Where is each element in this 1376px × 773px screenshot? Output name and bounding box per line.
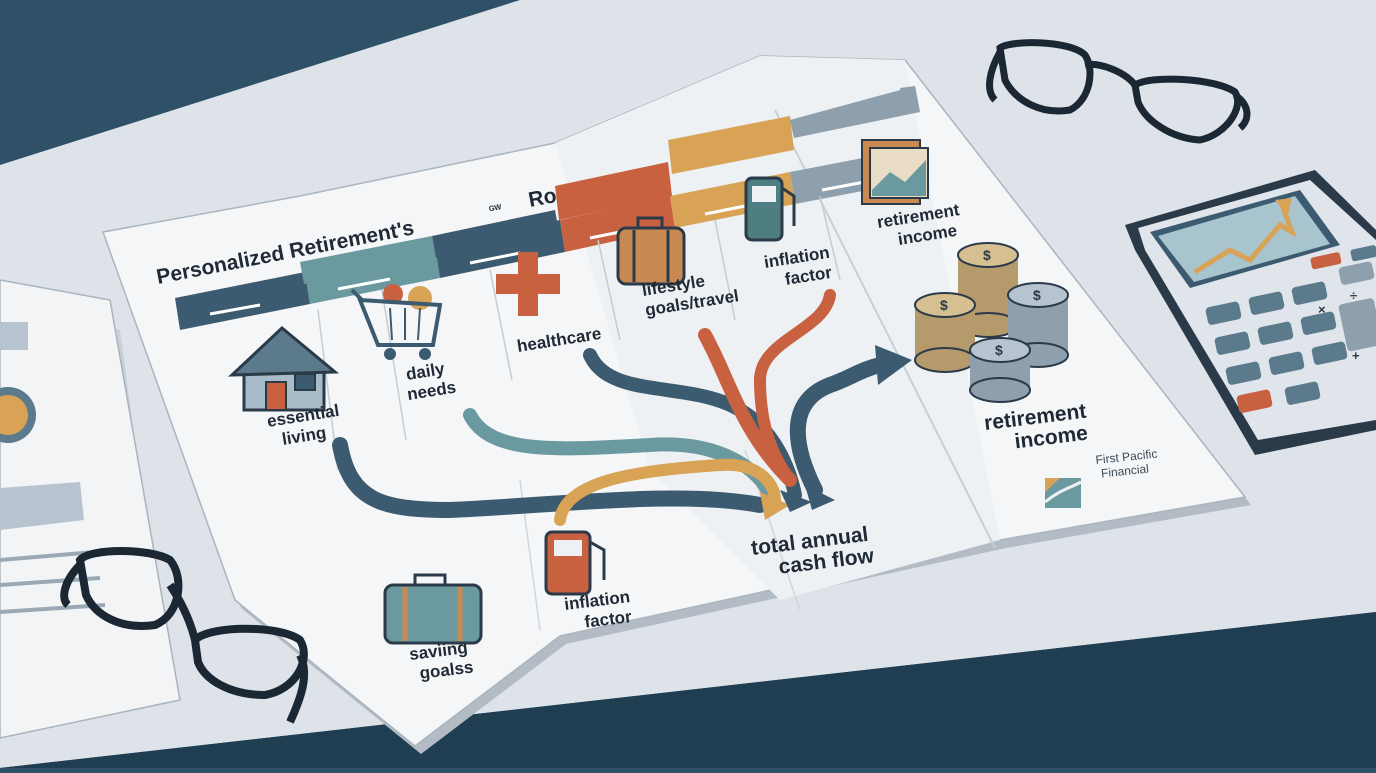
coin-symbol-2: $ <box>940 297 948 313</box>
flow-arrows <box>332 289 888 526</box>
svg-text:retirementincome: retirementincome <box>876 200 965 252</box>
header-bar-essential <box>175 272 310 330</box>
coin-symbol-4: $ <box>995 342 1003 358</box>
arrow-heads <box>760 345 912 520</box>
gas-pump-bottom-icon <box>544 530 606 596</box>
upper-header-tabs <box>300 86 920 284</box>
flow-inflation-top <box>753 289 836 486</box>
shopping-cart-icon <box>350 284 443 360</box>
flow-essential <box>332 437 768 519</box>
svg-text:First PacificFinancial: First PacificFinancial <box>1095 447 1160 481</box>
title-glyph: ᴳᵂ <box>488 203 504 217</box>
house-icon <box>228 325 340 412</box>
coin-symbol-3: $ <box>1033 287 1041 303</box>
divide-key-label: ÷ <box>1350 288 1357 303</box>
flow-to-income <box>789 357 888 498</box>
brand-name-line2: Financial <box>1100 462 1149 481</box>
brand-logo-icon <box>1044 478 1082 508</box>
calculator: × ÷ + <box>1125 170 1376 455</box>
category-labels: essentialliving dailyneeds healthcare li… <box>266 200 1160 683</box>
coin-symbol-1: $ <box>983 247 991 263</box>
desk-edge <box>0 612 1376 768</box>
glasses-bottom <box>60 547 309 724</box>
svg-text:dailyneeds: dailyneeds <box>403 358 458 404</box>
savings-suitcase-icon <box>383 573 483 645</box>
travel-suitcase-icon <box>616 216 686 286</box>
coin-stacks-icon: $ $ $ $ <box>914 242 1069 403</box>
document-chart-icon <box>861 139 929 205</box>
medical-cross-icon <box>496 252 560 316</box>
gas-pump-icon <box>744 176 796 242</box>
glasses-top <box>986 39 1251 144</box>
brand-name-line1: First Pacific <box>1095 447 1158 467</box>
plus-key-label: + <box>1352 348 1360 363</box>
header-bar-lifestyle <box>560 196 675 252</box>
times-key-label: × <box>1318 302 1326 317</box>
svg-text:total annualcash flow: total annualcash flow <box>750 522 876 581</box>
flow-inflation-bottom <box>554 458 781 526</box>
